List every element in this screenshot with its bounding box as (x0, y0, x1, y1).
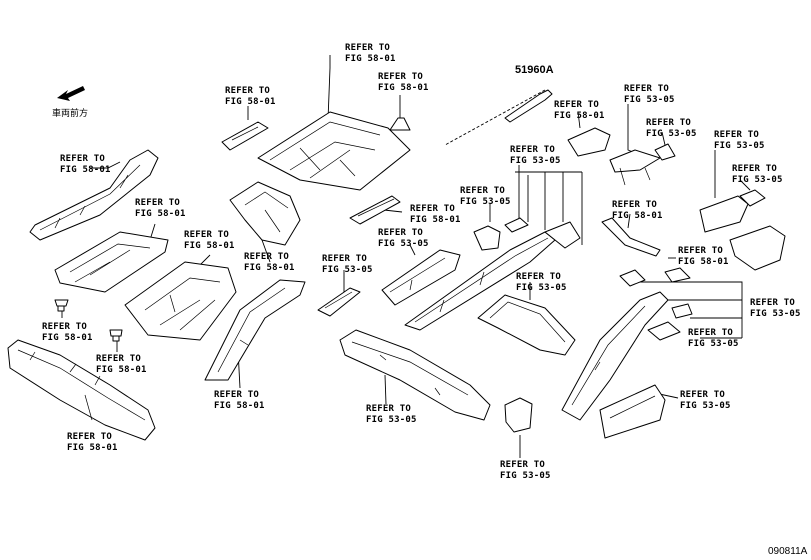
callout-28: REFER TO FIG 53-05 (500, 460, 551, 481)
rear-floor-pan (257, 111, 411, 191)
callout-25: REFER TO FIG 53-05 (688, 328, 739, 349)
jack-bracket (473, 225, 501, 251)
callout-12: REFER TO FIG 58-01 (554, 100, 605, 121)
diagram-code: 090811A (768, 546, 808, 557)
callout-8: REFER TO FIG 58-01 (42, 322, 93, 343)
gusset-small (654, 143, 676, 161)
callout-15: REFER TO FIG 53-05 (624, 84, 675, 105)
callout-16: REFER TO FIG 53-05 (646, 118, 697, 139)
crossmember-small (349, 195, 401, 225)
floor-side-member-rear (29, 149, 159, 241)
leader-lines (61, 55, 751, 458)
callout-26: REFER TO FIG 53-05 (680, 390, 731, 411)
rocker-inner-panel (204, 279, 306, 381)
callout-10: REFER TO FIG 58-01 (67, 432, 118, 453)
support-bracket (609, 149, 661, 186)
front-direction-label: 車両前方 (52, 109, 89, 119)
callout-5: REFER TO FIG 58-01 (184, 230, 235, 251)
flange-bracket (664, 267, 691, 283)
callout-1: REFER TO FIG 58-01 (378, 72, 429, 93)
callout-21: REFER TO FIG 53-05 (378, 228, 429, 249)
front-side-member (7, 339, 156, 441)
callout-11: REFER TO FIG 58-01 (214, 390, 265, 411)
rocker-panel (381, 249, 461, 306)
hanger-bracket (647, 321, 681, 341)
callout-18: REFER TO FIG 53-05 (732, 164, 783, 185)
callout-22: REFER TO FIG 53-05 (322, 254, 373, 275)
reinforcement-plate (619, 269, 646, 287)
callout-19: REFER TO FIG 53-05 (510, 145, 561, 166)
rear-frame-rail (477, 294, 576, 356)
gusset (504, 217, 529, 233)
callout-6: REFER TO FIG 58-01 (244, 252, 295, 273)
callout-17: REFER TO FIG 53-05 (714, 130, 765, 151)
callout-13: REFER TO FIG 58-01 (612, 200, 663, 221)
callout-2: REFER TO FIG 58-01 (225, 86, 276, 107)
rear-bracket (699, 195, 749, 233)
quarter-wheelhouse (229, 181, 301, 246)
callout-7: REFER TO FIG 58-01 (410, 204, 461, 225)
retainer (671, 303, 693, 319)
wheelhouse-inner (729, 225, 786, 271)
cowl-panel (567, 127, 611, 157)
callout-23: REFER TO FIG 53-05 (516, 272, 567, 293)
floor-side-rail (339, 329, 491, 421)
part-number-51960a: 51960A (515, 64, 554, 76)
floor-pan-center (124, 261, 237, 341)
plug-cap (389, 117, 411, 131)
cross-rail (601, 217, 661, 257)
callout-27: REFER TO FIG 53-05 (366, 404, 417, 425)
bolt-fastener (109, 329, 123, 342)
strut-support (739, 189, 766, 207)
sill-reinforcement (599, 384, 666, 439)
floor-brace (221, 121, 269, 151)
callout-9: REFER TO FIG 58-01 (96, 354, 147, 375)
callout-14: REFER TO FIG 58-01 (678, 246, 729, 267)
callout-24: REFER TO FIG 53-05 (750, 298, 801, 319)
front-direction-arrow-icon (57, 86, 85, 101)
clip-fastener (54, 299, 69, 312)
floor-pan-front (54, 231, 169, 293)
callout-0: REFER TO FIG 58-01 (345, 43, 396, 64)
callout-3: REFER TO FIG 58-01 (60, 154, 111, 175)
tool-jack-handle (504, 89, 553, 123)
mount-bracket (504, 397, 533, 433)
callout-4: REFER TO FIG 58-01 (135, 198, 186, 219)
callout-20: REFER TO FIG 53-05 (460, 186, 511, 207)
rear-side-member (561, 291, 669, 421)
extension-bracket (317, 287, 361, 317)
member-end (544, 221, 581, 249)
